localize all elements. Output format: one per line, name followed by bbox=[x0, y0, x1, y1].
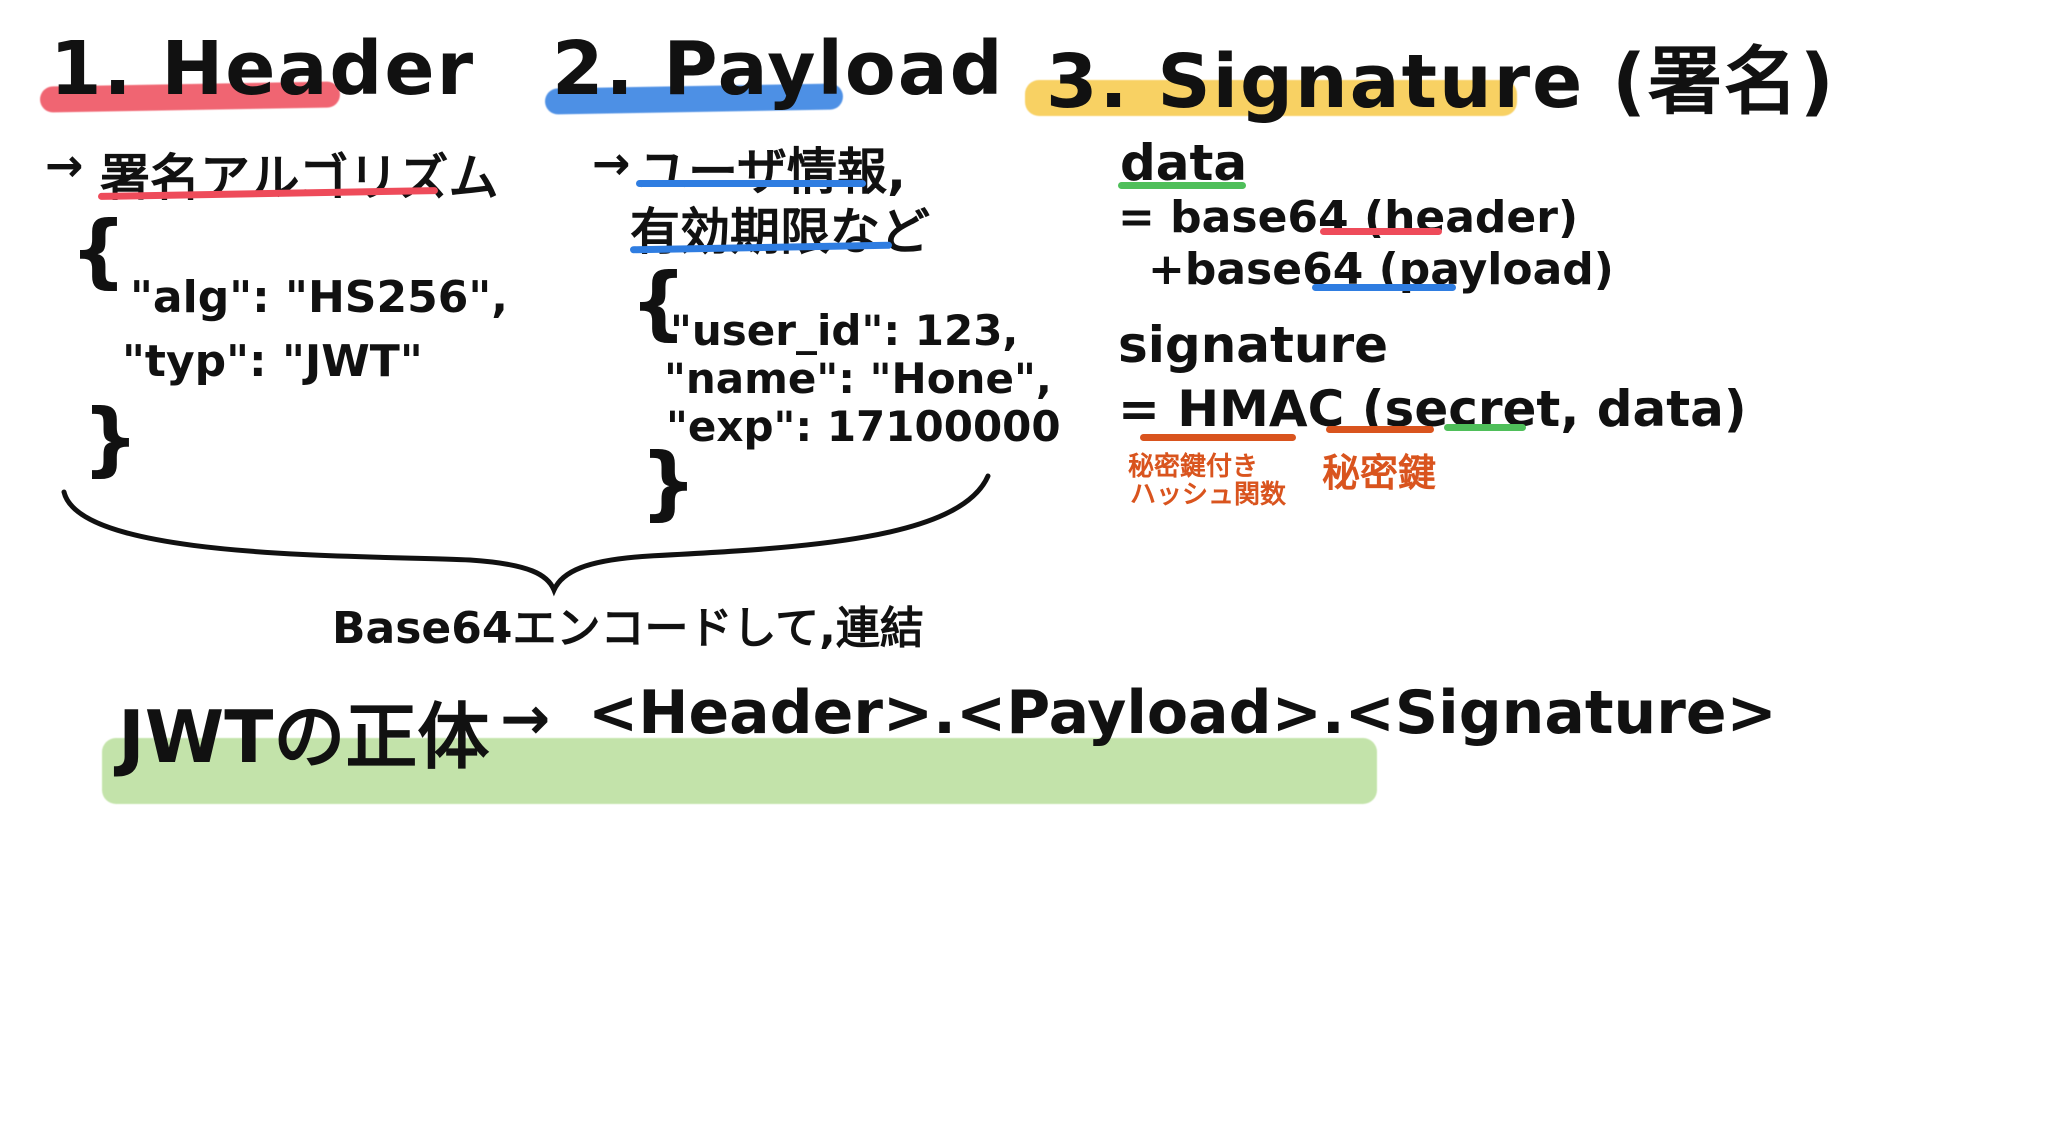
jwt-arrow: → bbox=[500, 684, 551, 754]
secret-underline bbox=[1326, 426, 1434, 433]
header-line-alg: "alg": "HS256", bbox=[130, 272, 508, 323]
brace-caption: Base64エンコードして,連結 bbox=[332, 603, 924, 654]
payload-subtitle-1: ユーザ情報, bbox=[638, 143, 906, 201]
header-ref-underline bbox=[1320, 228, 1442, 235]
payload-subtitle-1-underline bbox=[636, 180, 866, 187]
hmac-underline bbox=[1140, 434, 1296, 441]
jwt-formula: <Header>.<Payload>.<Signature> bbox=[588, 678, 1777, 748]
hmac-note-line-2: ハッシュ関数 bbox=[1130, 480, 1287, 510]
payload-title: 2. Payload bbox=[552, 26, 1005, 112]
secret-note: 秘密鍵 bbox=[1322, 451, 1437, 495]
jwt-label: JWTの正体 bbox=[118, 695, 490, 779]
signature-label: signature bbox=[1118, 316, 1389, 374]
payload-arrow: → bbox=[592, 136, 631, 190]
signature-title: 3. Signature (署名) bbox=[1046, 39, 1836, 125]
header-title: 1. Header bbox=[50, 26, 476, 112]
payload-open-brace: { bbox=[630, 256, 687, 349]
jwt-highlight bbox=[102, 738, 1377, 804]
payload-line-name: "name": "Hone", bbox=[664, 354, 1052, 403]
payload-close-brace: } bbox=[640, 436, 697, 529]
payload-line-user-id: "user_id": 123, bbox=[670, 306, 1019, 355]
data-label-underline bbox=[1118, 182, 1246, 189]
payload-line-exp: "exp": 17100000 bbox=[666, 402, 1061, 451]
payload-ref-underline bbox=[1312, 284, 1456, 291]
signature-highlight bbox=[1025, 80, 1517, 116]
header-line-typ: "typ": "JWT" bbox=[122, 336, 423, 387]
header-close-brace: } bbox=[82, 392, 139, 485]
header-open-brace: { bbox=[70, 204, 127, 297]
hmac-note-line-1: 秘密鍵付き bbox=[1128, 452, 1259, 482]
header-arrow: → bbox=[45, 138, 84, 192]
data-ref-underline bbox=[1444, 424, 1526, 431]
